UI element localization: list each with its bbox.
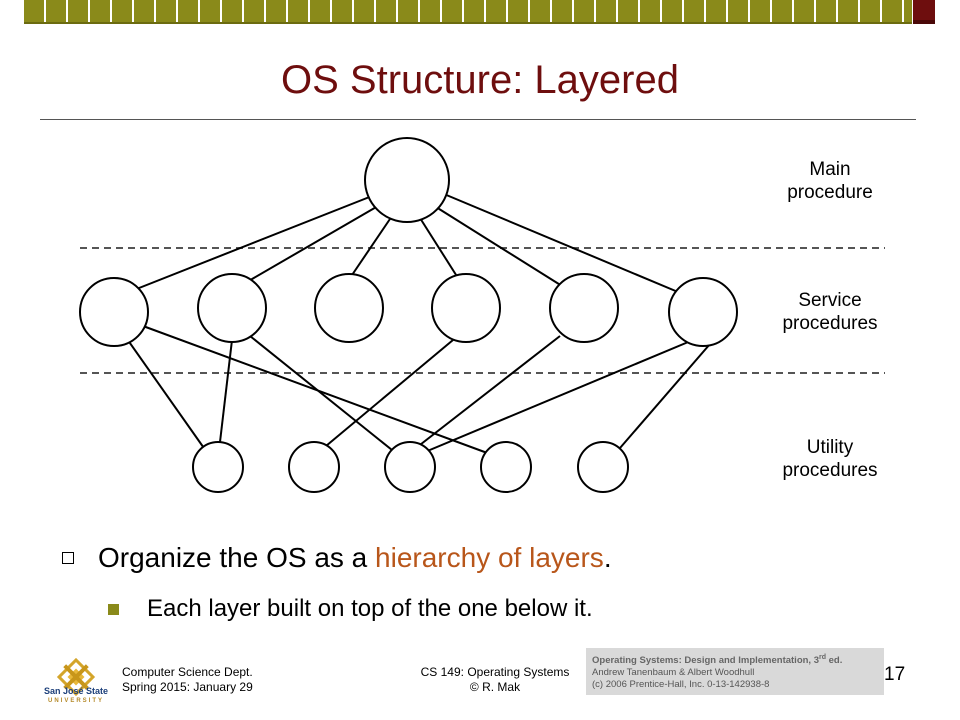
service-node-5	[549, 273, 619, 343]
sjsu-logo-text: San José State UNIVERSITY	[43, 686, 109, 704]
edge-s5-u3	[415, 335, 561, 449]
service-node-4	[431, 273, 501, 343]
utility-node-4	[480, 441, 532, 493]
citation-title: Operating Systems: Design and Implementa…	[592, 654, 843, 667]
service-node-1	[79, 277, 149, 347]
slide-title: OS Structure: Layered	[281, 58, 679, 102]
edge-s2-u1	[219, 339, 233, 443]
header-bar	[24, 0, 912, 24]
utility-node-1	[192, 441, 244, 493]
utility-node-5	[577, 441, 629, 493]
edge-s2-u3	[249, 335, 393, 451]
edge-main-s3	[349, 215, 393, 279]
edge-main-s5	[435, 206, 563, 287]
edge-main-s4	[419, 217, 459, 279]
sjsu-logo-icon	[56, 657, 96, 697]
bullet-highlight: hierarchy of layers	[375, 542, 604, 573]
solid-square-bullet-icon	[108, 603, 119, 615]
citation-authors: Andrew Tanenbaum & Albert Woodhull	[592, 667, 755, 679]
hollow-square-bullet-icon	[62, 552, 74, 564]
bullet-sub-text: Each layer built on top of the one below…	[147, 595, 593, 622]
utility-node-2	[288, 441, 340, 493]
bullet-sub: Each layer built on top of the one below…	[108, 595, 593, 623]
edge-main-s6	[443, 193, 679, 293]
utility-node-3	[384, 441, 436, 493]
label-utility-procedures: Utility procedures	[782, 437, 878, 481]
footer-department: Computer Science Dept. Spring 2015: Janu…	[122, 665, 253, 694]
bullet-main-text: Organize the OS as a hierarchy of layers…	[98, 542, 612, 573]
edge-s4-u2	[325, 339, 454, 447]
service-node-6	[668, 277, 738, 347]
main-procedure-node	[364, 137, 450, 223]
footer-course: CS 149: Operating Systems © R. Mak	[420, 665, 570, 694]
edge-s6-u3	[424, 339, 694, 453]
title-divider	[40, 119, 916, 120]
label-main-procedure: Main procedure	[787, 159, 873, 203]
label-service-procedures: Service procedures	[782, 290, 878, 334]
header-bar-end-block	[913, 0, 935, 24]
edge-s1-u1	[124, 335, 207, 452]
edge-s6-u5	[619, 343, 711, 449]
service-node-3	[314, 273, 384, 343]
citation-box: Operating Systems: Design and Implementa…	[586, 648, 884, 695]
service-node-2	[197, 273, 267, 343]
bullet-main: Organize the OS as a hierarchy of layers…	[62, 542, 612, 574]
edge-main-s2	[239, 205, 379, 287]
citation-publisher: (c) 2006 Prentice-Hall, Inc. 0-13-142938…	[592, 679, 770, 691]
edge-main-s1	[133, 195, 373, 291]
page-number: 17	[884, 664, 906, 685]
